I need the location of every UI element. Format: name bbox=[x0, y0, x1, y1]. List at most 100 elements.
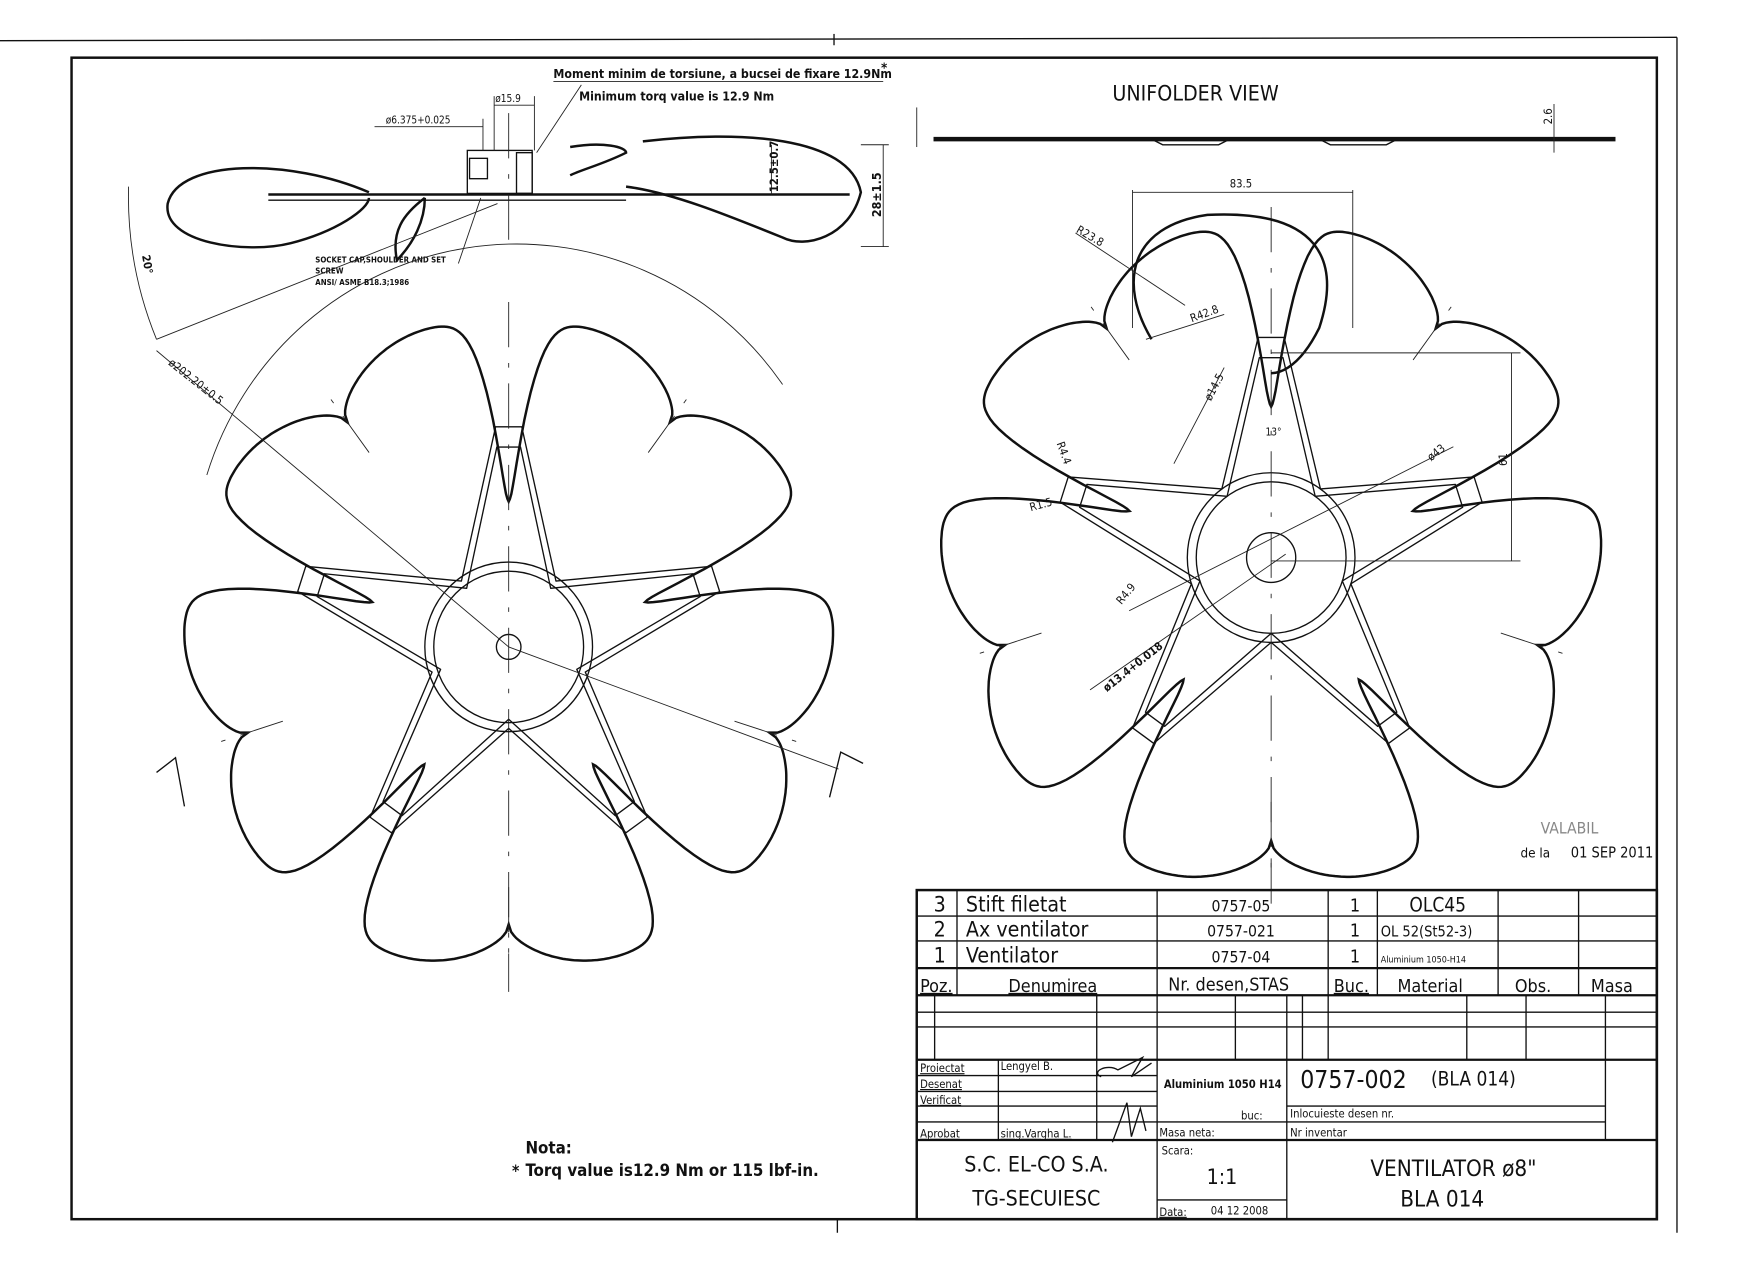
replaces-label: Inlocuieste desen nr. bbox=[1290, 1107, 1394, 1120]
unfolded-fan bbox=[940, 206, 1603, 909]
sheet-frame bbox=[0, 33, 1678, 1233]
bore-circle bbox=[1245, 532, 1297, 584]
spoke-star bbox=[316, 446, 701, 817]
drawing-code: (BLA 014) bbox=[1431, 1068, 1516, 1091]
screw-note-line2: SCREW bbox=[315, 267, 343, 276]
bom-name: Ventilator bbox=[966, 943, 1058, 968]
bom-name: Ax ventilator bbox=[966, 917, 1089, 942]
bom-row: 1 Ventilator 0757-04 1 Aluminium 1050-H14 bbox=[934, 943, 1466, 968]
side-view: Moment minim de torsiune, a bucsei de fi… bbox=[128, 60, 892, 340]
designer-signature bbox=[1096, 1055, 1152, 1078]
bom-qty: 1 bbox=[1350, 946, 1360, 967]
dim-fan-diameter: ø202.20±0.5 bbox=[166, 356, 226, 407]
torque-note: Nota: * Torq value is12.9 Nm or 115 lbf-… bbox=[512, 1138, 819, 1181]
dim-blade-angle: 20° bbox=[139, 254, 155, 275]
note-title: Nota: bbox=[525, 1138, 571, 1158]
scale-value: 1:1 bbox=[1207, 1165, 1238, 1190]
dim-radius-4-9: R4.9 bbox=[1114, 581, 1139, 607]
mass-label: Masa neta: bbox=[1159, 1127, 1214, 1140]
dim-total-height: 28±1.5 bbox=[870, 172, 884, 217]
dim-height-61: 61 bbox=[1497, 453, 1510, 466]
company-name: S.C. EL-CO S.A. bbox=[964, 1153, 1108, 1178]
dim-spoke-angle: 13° bbox=[1266, 427, 1282, 438]
role-checked: Verificat bbox=[920, 1094, 961, 1107]
header-material: Material bbox=[1397, 976, 1462, 997]
bom-row: 3 Stift filetat 0757-05 1 OLC45 bbox=[934, 892, 1466, 917]
header-drawing-no: Nr. desen,STAS bbox=[1168, 975, 1289, 996]
bom-drawing: 0757-05 bbox=[1212, 896, 1271, 915]
dim-lobe-width: 83.5 bbox=[1230, 178, 1252, 191]
dim-radius-42-8: R42.8 bbox=[1188, 303, 1220, 325]
blade-center-line bbox=[324, 390, 370, 453]
bom-material: OL 52(St52-3) bbox=[1381, 923, 1473, 940]
dim-hub-height: 12.5±0.7 bbox=[768, 141, 781, 193]
blade-center-line bbox=[734, 720, 807, 746]
bom-poz: 2 bbox=[934, 917, 946, 942]
dim-hub-diameter: ø15.9 bbox=[495, 94, 521, 105]
dim-radius-4-4: R4.4 bbox=[1054, 440, 1074, 466]
bom-drawing: 0757-04 bbox=[1212, 947, 1271, 966]
note-text: Torq value is12.9 Nm or 115 lbf-in. bbox=[525, 1160, 818, 1180]
fan-blade-outline bbox=[183, 325, 835, 962]
torque-note-ro: Moment minim de torsiune, a bucsei de fi… bbox=[553, 67, 891, 81]
stamp-label: VALABIL bbox=[1541, 818, 1599, 837]
drawing-title: VENTILATOR ø8" bbox=[1370, 1156, 1536, 1182]
role-drawn: Desenat bbox=[920, 1078, 962, 1091]
bom-poz: 1 bbox=[934, 943, 946, 968]
screw-note-line1: SOCKET CAP,SHOULDER AND SET bbox=[315, 255, 446, 264]
blade-center-line bbox=[647, 390, 694, 453]
header-name: Denumirea bbox=[1008, 976, 1097, 997]
buc-label: buc: bbox=[1241, 1110, 1263, 1123]
drawing-date: 04 12 2008 bbox=[1211, 1205, 1269, 1218]
blade-center-line bbox=[1500, 632, 1575, 658]
unfolded-view-title: UNIFOLDER VIEW bbox=[1112, 82, 1278, 107]
bom-material: OLC45 bbox=[1409, 893, 1466, 916]
dim-thickness: 2.6 bbox=[1542, 108, 1555, 124]
note-bullet: * bbox=[512, 1161, 520, 1180]
bom-name: Stift filetat bbox=[966, 892, 1067, 917]
header-obs: Obs. bbox=[1515, 976, 1551, 997]
approver-name: sing.Vargha L. bbox=[1001, 1128, 1072, 1141]
screw-note-line3: ANSI/ ASME B18.3;1986 bbox=[315, 278, 409, 287]
spoke-star bbox=[297, 426, 721, 834]
header-poz: Poz. bbox=[920, 976, 952, 997]
blade-center-line bbox=[210, 720, 283, 746]
role-approved: Aprobat bbox=[920, 1128, 960, 1141]
bom-drawing: 0757-021 bbox=[1207, 921, 1275, 940]
bom-qty: 1 bbox=[1350, 920, 1360, 941]
company-city: TG-SECUIESC bbox=[971, 1187, 1100, 1212]
dim-radius-1-5: R1.5 bbox=[1028, 495, 1054, 514]
validity-stamp: VALABIL de la 01 SEP 2011 bbox=[1520, 818, 1653, 861]
torque-note-en: Minimum torq value is 12.9 Nm bbox=[579, 90, 774, 104]
spoke-star bbox=[1078, 357, 1464, 727]
stamp-prefix: de la bbox=[1520, 845, 1550, 861]
role-designed: Proiectat bbox=[920, 1062, 964, 1075]
dim-radius-23-8: R23.8 bbox=[1074, 223, 1106, 249]
drawing-number: 0757-002 bbox=[1300, 1065, 1406, 1094]
unfolded-view-dims: 83.5 R23.8 R42.8 ø14.5 13° R4.4 R1.5 ø43… bbox=[1028, 178, 1521, 695]
blade-center-line bbox=[1083, 296, 1130, 361]
dim-diameter-43: ø43 bbox=[1425, 442, 1448, 464]
bom-material: Aluminium 1050-H14 bbox=[1381, 955, 1466, 965]
blade-center-line bbox=[967, 632, 1042, 658]
unfolded-view: UNIFOLDER VIEW 2.6 bbox=[916, 82, 1616, 153]
date-label: Data: bbox=[1159, 1206, 1186, 1219]
bom-row: 2 Ax ventilator 0757-021 1 OL 52(St52-3) bbox=[934, 917, 1473, 942]
fan-blade-outline bbox=[940, 230, 1603, 879]
dim-diameter-14-5: ø14.5 bbox=[1202, 371, 1227, 403]
inventory-label: Nr inventar bbox=[1290, 1127, 1348, 1140]
stamp-date: 01 SEP 2011 bbox=[1571, 844, 1654, 861]
title-block: 3 Stift filetat 0757-05 1 OLC45 2 Ax ventilato… bbox=[915, 888, 1659, 1221]
header-mass: Masa bbox=[1591, 976, 1633, 997]
dim-bore-diameter: ø6.375+0.025 bbox=[386, 115, 451, 126]
scale-label: Scara: bbox=[1162, 1145, 1194, 1158]
asterisk-mark: * bbox=[881, 60, 888, 76]
bom-qty: 1 bbox=[1350, 895, 1360, 916]
designer-name: Lengyel B. bbox=[1001, 1060, 1054, 1073]
approver-signature bbox=[1111, 1102, 1147, 1143]
bom-header-row: Poz. Denumirea Nr. desen,STAS Buc. Mater… bbox=[920, 975, 1633, 997]
drawing-subtitle: BLA 014 bbox=[1400, 1187, 1484, 1213]
material-spec: Aluminium 1050 H14 bbox=[1164, 1078, 1282, 1091]
bom-poz: 3 bbox=[934, 892, 946, 917]
